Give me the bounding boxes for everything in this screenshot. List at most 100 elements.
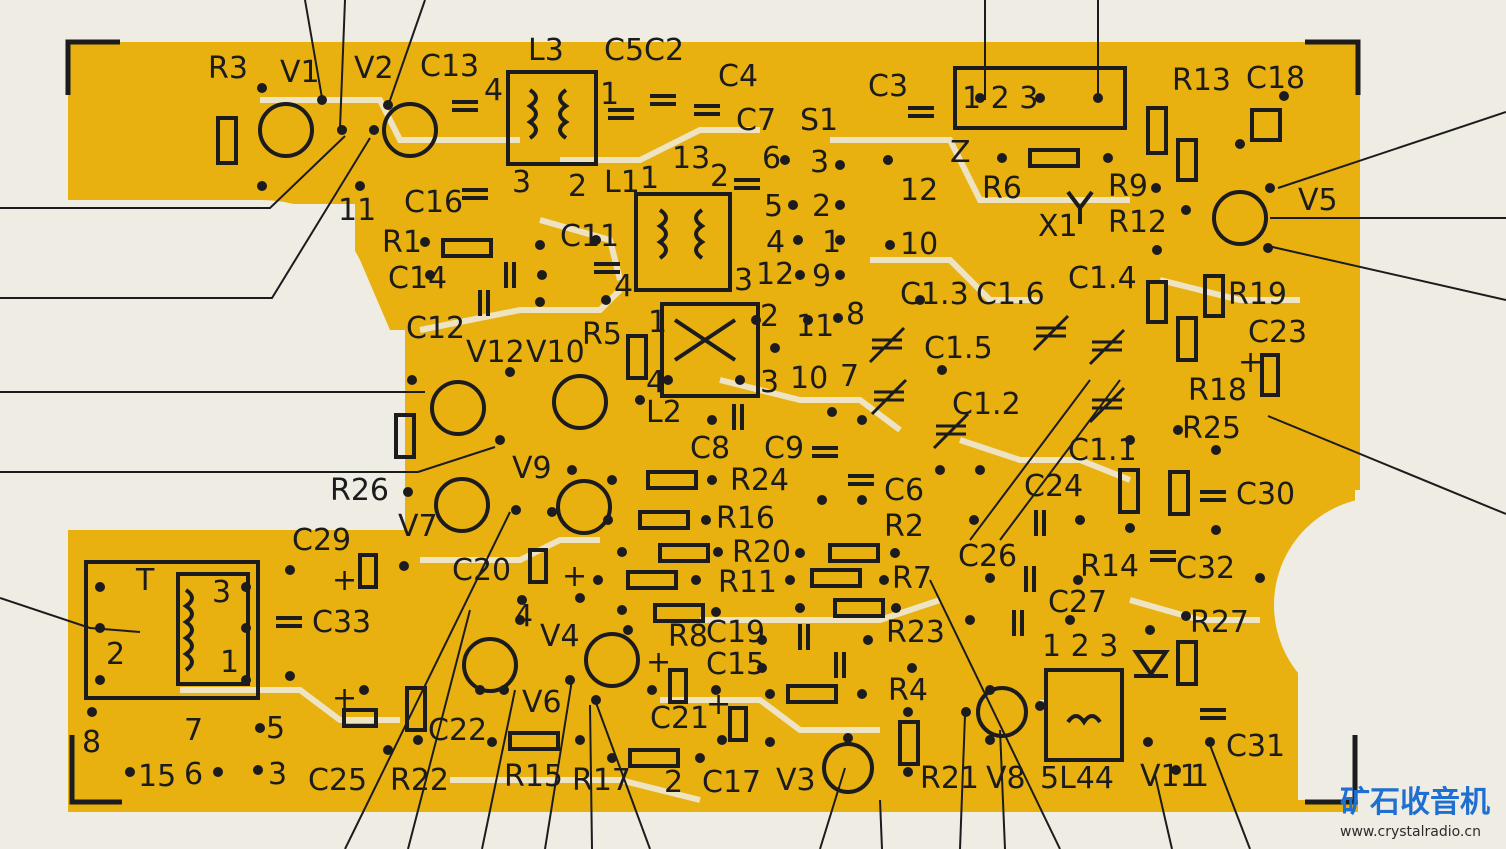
resistor-r3 xyxy=(216,116,238,165)
label-r16: R16 xyxy=(716,501,775,536)
label-c26: C26 xyxy=(958,539,1017,574)
label-r8: R8 xyxy=(668,619,708,654)
label-c24: C24 xyxy=(1024,469,1083,504)
label-l4: 5L44 xyxy=(1040,761,1114,796)
label-c5c2: C5C2 xyxy=(604,33,684,68)
label-c22: C22 xyxy=(428,713,487,748)
resistor-r25 xyxy=(1168,470,1190,516)
resistor-r21 xyxy=(898,720,920,766)
label-c1-2: C1.2 xyxy=(952,387,1021,422)
label-c18: C18 xyxy=(1246,61,1305,96)
label-r6: R6 xyxy=(982,171,1022,206)
label-c25: C25 xyxy=(308,763,367,798)
label-pin-2-b: 2 xyxy=(568,169,587,204)
resistor-r4 xyxy=(786,684,838,704)
label-v1: V1 xyxy=(280,55,320,90)
label-pin-4-a: 4 xyxy=(484,73,503,108)
capacitor-c25 xyxy=(342,708,378,728)
transistor-v3 xyxy=(822,742,874,794)
label-pin-5-t: 5 xyxy=(266,711,285,746)
resistor-r15 xyxy=(508,731,560,751)
transistor-v7 xyxy=(434,477,490,533)
transformer-t xyxy=(84,560,260,700)
coil-l3 xyxy=(506,70,598,166)
label-r2: R2 xyxy=(884,509,924,544)
label-v4: V4 xyxy=(540,619,580,654)
label-c29: C29 xyxy=(292,523,351,558)
label-c12: C12 xyxy=(406,311,465,346)
label-r7: R7 xyxy=(892,561,932,596)
label-r20: R20 xyxy=(732,535,791,570)
label-r11: R11 xyxy=(718,565,777,600)
resistor-r2 xyxy=(828,543,880,563)
label-c1-4: C1.4 xyxy=(1068,261,1137,296)
label-c6: C6 xyxy=(884,473,924,508)
label-c16: C16 xyxy=(404,185,463,220)
label-c1-3: C1.3 xyxy=(900,277,969,312)
transistor-v2 xyxy=(382,102,438,158)
label-v7: V7 xyxy=(398,509,438,544)
label-v8: V8 xyxy=(986,761,1026,796)
switch-s1-block xyxy=(953,66,1127,130)
crystal-x1 xyxy=(1066,190,1094,224)
watermark-url: www.crystalradio.cn xyxy=(1340,824,1481,840)
coil-l1 xyxy=(634,192,732,292)
label-pin-8: 8 xyxy=(846,297,865,332)
label-x1: X1 xyxy=(1038,209,1078,244)
label-pin-4-c: 4 xyxy=(614,269,633,304)
label-pin-1-b: 1 xyxy=(640,161,659,196)
resistor-r8 xyxy=(653,603,705,623)
label-pin-11-a: 11 xyxy=(338,193,376,228)
capacitor-c13 xyxy=(452,100,478,112)
label-pin-4-e: 4 xyxy=(514,599,533,634)
capacitor-c23 xyxy=(1260,353,1280,397)
label-pin-3-d: 3 xyxy=(760,365,779,400)
label-r23: R23 xyxy=(886,615,945,650)
resistor-r7 xyxy=(810,568,862,588)
capacitor-c26 xyxy=(1024,566,1036,592)
transistor-v12 xyxy=(430,380,486,436)
resistor-r16 xyxy=(638,510,690,530)
resistor-r1 xyxy=(441,238,493,258)
label-pin-2-d: 2 xyxy=(760,299,779,334)
resistor-r26 xyxy=(394,413,416,459)
label-s1-pins: 1 2 3 xyxy=(962,81,1038,116)
label-r1: R1 xyxy=(382,225,422,260)
label-pin-6-a: 6 xyxy=(762,141,781,176)
capacitor-c29 xyxy=(358,553,378,589)
label-r26: R26 xyxy=(330,473,389,508)
capacitor-c33 xyxy=(276,616,302,628)
label-c8: C8 xyxy=(690,431,730,466)
label-r19: R19 xyxy=(1228,277,1287,312)
capacitor-c18 xyxy=(1250,108,1282,142)
label-pin-12-a: 12 xyxy=(900,173,938,208)
label-pin-3-a: 3 xyxy=(810,145,829,180)
label-pin-3-c: 3 xyxy=(734,263,753,298)
transistor-v8 xyxy=(976,686,1028,738)
label-c19: C19 xyxy=(706,615,765,650)
label-v9: V9 xyxy=(512,451,552,486)
capacitor-c30 xyxy=(1200,490,1226,502)
capacitor-c32 xyxy=(1150,550,1176,562)
copper-traces xyxy=(180,97,1300,803)
label-pin-12-b: 12 xyxy=(756,257,794,292)
transistor-v4 xyxy=(584,632,640,688)
label-c9: C9 xyxy=(764,431,804,466)
label-plus-c25: + xyxy=(332,681,357,716)
label-z: Z xyxy=(950,135,971,170)
label-r14: R14 xyxy=(1080,549,1139,584)
diode-v11 xyxy=(1132,650,1170,678)
label-r5: R5 xyxy=(582,317,622,352)
capacitor-c8 xyxy=(732,404,744,430)
label-c3: C3 xyxy=(868,69,908,104)
transistor-v6 xyxy=(462,637,518,693)
label-pin-1-c: 1 xyxy=(822,225,841,260)
capacitor-c27 xyxy=(1012,610,1024,636)
resistor-r11 xyxy=(626,570,678,590)
label-pin-1-d: 1 xyxy=(648,305,667,340)
solder-pads xyxy=(87,83,1289,777)
capacitor-c7 xyxy=(734,178,760,190)
label-r24: R24 xyxy=(730,463,789,498)
label-r4: R4 xyxy=(888,673,928,708)
